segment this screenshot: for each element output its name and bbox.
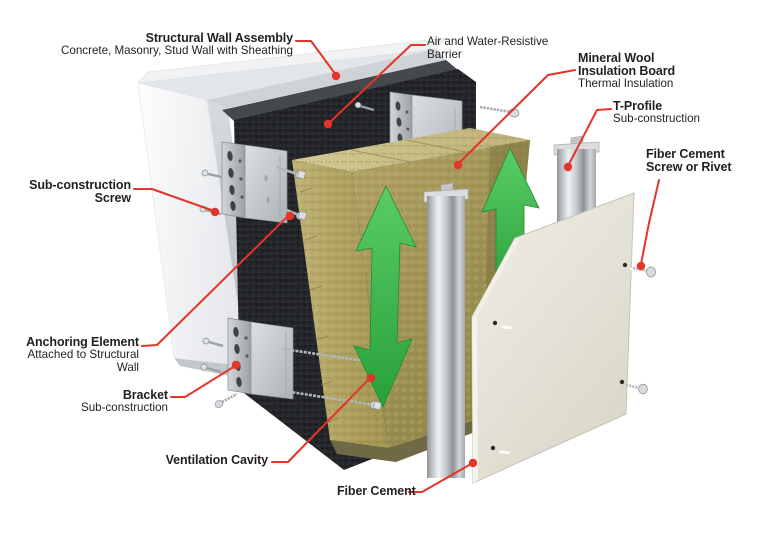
- label-air-barrier: Air and Water-Resistive Barrier: [427, 35, 549, 61]
- leader-line-t-profile: [567, 108, 612, 167]
- leader-dot-t-profile: [563, 162, 573, 172]
- leader-line-anchoring-element: [141, 214, 290, 347]
- leader-dot-structural-wall: [331, 71, 341, 81]
- screw-graphic-top-right-bracket: [354, 101, 375, 112]
- leader-line-mineral-wool: [457, 69, 576, 165]
- label-mineral-wool: Mineral Wool Insulation Board Thermal In…: [578, 51, 676, 90]
- panel-bevel-edge: [472, 238, 519, 318]
- bracket-graphic-top-left: [221, 141, 288, 224]
- screw-graphic-panel-bottom: [625, 383, 648, 395]
- label-structural-wall-subtitle: Concrete, Masonry, Stud Wall with Sheath…: [61, 44, 293, 57]
- label-sub-construction-screw: Sub-construction Screw: [29, 178, 131, 205]
- bracket-graphic-bottom-left: [227, 317, 294, 400]
- leader-dot-bracket: [231, 360, 241, 370]
- leader-dot-air-barrier: [323, 119, 333, 129]
- wall-bevel-face: [138, 49, 436, 100]
- structural-wall-graphic: [137, 37, 447, 380]
- label-structural-wall: Structural Wall Assembly Concrete, Mason…: [61, 32, 293, 58]
- screw-graphic-floating-bottom: [214, 392, 238, 408]
- leader-dot-fiber-cement: [468, 458, 478, 468]
- leader-dot-mineral-wool: [453, 160, 463, 170]
- leader-line-sub-construction-screw: [133, 188, 215, 212]
- fiber-cement-panel-graphic: [471, 192, 641, 484]
- leader-dot-anchoring-element: [285, 211, 295, 221]
- label-structural-wall-title: Structural Wall Assembly: [145, 31, 294, 45]
- leader-line-fiber-cement-screw: [640, 179, 660, 265]
- label-ventilation-cavity: Ventilation Cavity: [165, 453, 269, 467]
- leader-line-bracket: [170, 365, 236, 398]
- leader-dot-ventilation-cavity: [366, 373, 376, 383]
- leader-dots: [210, 71, 646, 468]
- label-anchoring-element: Anchoring Element Attached to Structural…: [26, 335, 139, 374]
- leader-line-air-barrier: [327, 44, 426, 125]
- leader-lines: [133, 40, 660, 493]
- barrier-top-face: [222, 60, 458, 121]
- leader-dot-fiber-cement-screw: [636, 261, 646, 271]
- t-profile-rail-left: [423, 182, 469, 478]
- wall-top-face: [137, 37, 447, 84]
- leader-line-fiber-cement: [408, 463, 472, 493]
- leader-line-ventilation-cavity: [271, 378, 370, 463]
- label-t-profile: T-Profile Sub-construction: [613, 99, 700, 125]
- insulation-bottom-face: [330, 410, 512, 462]
- label-fiber-cement: Fiber Cement: [337, 484, 416, 498]
- panel-left-edge: [472, 314, 478, 483]
- leader-dot-sub-construction-screw: [210, 207, 220, 217]
- label-bracket: Bracket Sub-construction: [81, 388, 168, 414]
- ventilation-arrow-main: [353, 185, 417, 408]
- label-fiber-cement-screw: Fiber Cement Screw or Rivet: [646, 147, 732, 174]
- wall-right-top-strip: [207, 49, 446, 110]
- leader-line-structural-wall: [295, 40, 337, 76]
